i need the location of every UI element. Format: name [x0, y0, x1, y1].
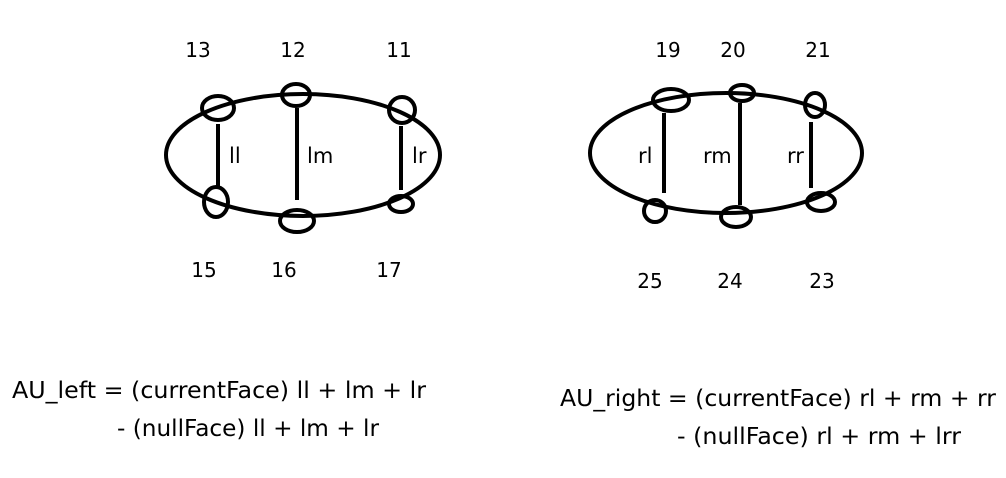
left-formula-line-2: - (nullFace) ll + lm + lr — [117, 416, 380, 442]
left-point-label-11: 11 — [386, 38, 411, 62]
right-formula-line-1: AU_right = (currentFace) rl + rm + rr — [560, 386, 997, 412]
right-segment-label-rl: rl — [638, 144, 652, 168]
left-landmark-17 — [387, 194, 415, 214]
right-point-label-20: 20 — [720, 38, 745, 62]
left-landmark-12 — [280, 82, 312, 108]
right-point-label-24: 24 — [717, 269, 742, 293]
left-segment-label-ll: ll — [229, 144, 241, 168]
right-segment-label-rr: rr — [787, 144, 804, 168]
left-face-outline — [164, 92, 442, 218]
left-landmark-11 — [387, 95, 417, 125]
right-segment-label-rm: rm — [703, 144, 732, 168]
right-point-label-25: 25 — [637, 269, 662, 293]
right-landmark-20 — [728, 83, 756, 103]
right-landmark-19 — [651, 87, 691, 113]
left-landmark-16 — [278, 208, 316, 234]
right-point-label-21: 21 — [805, 38, 830, 62]
right-landmark-24 — [719, 205, 753, 229]
left-formula: AU_left = (currentFace) ll + lm + lr - (… — [12, 378, 427, 442]
left-segment-label-lr: lr — [412, 144, 427, 168]
right-point-label-23: 23 — [809, 269, 834, 293]
left-formula-line-1: AU_left = (currentFace) ll + lm + lr — [12, 378, 427, 404]
left-landmark-15 — [202, 185, 230, 219]
right-face-diagram: 19 20 21 25 24 23 rl rm rr — [588, 38, 864, 293]
left-point-label-13: 13 — [185, 38, 210, 62]
left-point-label-12: 12 — [280, 38, 305, 62]
right-landmark-23 — [805, 191, 837, 213]
right-face-outline — [588, 91, 864, 215]
left-landmark-13 — [200, 94, 236, 122]
right-formula-line-2: - (nullFace) rl + rm + lrr — [677, 424, 962, 450]
right-formula: AU_right = (currentFace) rl + rm + rr - … — [560, 386, 997, 450]
right-point-label-19: 19 — [655, 38, 680, 62]
right-landmark-25 — [642, 198, 668, 224]
left-point-label-17: 17 — [376, 258, 401, 282]
left-face-diagram: 13 12 11 15 16 17 ll lm lr — [164, 38, 442, 282]
left-point-label-16: 16 — [271, 258, 296, 282]
left-point-label-15: 15 — [191, 258, 216, 282]
right-landmark-21 — [803, 91, 827, 119]
left-segment-label-lm: lm — [307, 144, 333, 168]
